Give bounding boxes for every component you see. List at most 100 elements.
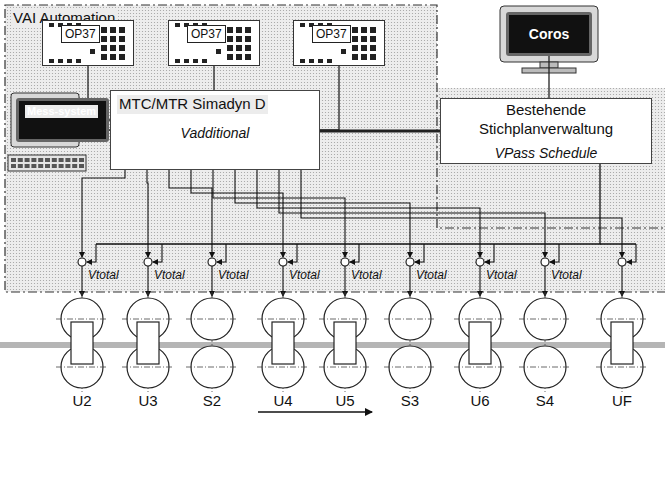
stand-name: U3 — [126, 392, 170, 409]
summing-junction — [208, 258, 216, 266]
axis-line — [384, 319, 436, 320]
signal-name: VPass Schedule — [495, 145, 598, 161]
axis-line — [596, 367, 648, 368]
key — [101, 36, 107, 42]
key — [101, 45, 107, 51]
key — [90, 49, 95, 54]
key — [227, 36, 233, 42]
node-label: OP37 — [187, 25, 226, 43]
axis-line — [257, 367, 309, 368]
operator-panel: OP37 — [42, 20, 134, 66]
key — [175, 59, 180, 63]
summing-junction — [541, 258, 549, 266]
key — [45, 164, 50, 168]
stand-name: S2 — [190, 392, 234, 409]
schedule-wire — [217, 244, 226, 262]
key — [227, 27, 233, 33]
key — [370, 36, 376, 42]
axis-line — [186, 367, 238, 368]
output-wire — [81, 266, 82, 296]
key — [18, 164, 23, 168]
stand-name: U5 — [323, 392, 367, 409]
operator-panel: OP37 — [168, 20, 260, 66]
key — [72, 158, 77, 162]
axis-line — [384, 367, 436, 368]
strip — [0, 342, 665, 348]
node-label: Mess-system — [25, 105, 98, 118]
key — [52, 158, 57, 162]
key — [300, 23, 305, 27]
output-wire — [544, 266, 545, 296]
node-label: Coros — [529, 26, 569, 42]
key — [49, 23, 54, 27]
schedule-wire — [485, 244, 494, 262]
summing-junction — [279, 258, 287, 266]
key — [236, 27, 242, 33]
automation-region: VAI AutomationOP37OP37OP37Mess-systemMTC… — [5, 5, 437, 267]
schedule-wire — [87, 244, 96, 262]
key — [236, 45, 242, 51]
key — [352, 27, 358, 33]
schedule-wire — [550, 244, 559, 262]
key — [352, 54, 358, 60]
key — [101, 54, 107, 60]
key — [175, 23, 180, 27]
axis-line — [596, 319, 648, 320]
schedule-bus — [600, 243, 636, 244]
signal-name: Vtotal — [289, 268, 320, 282]
summing-junction — [341, 258, 349, 266]
schedule-bus — [96, 164, 600, 244]
axis-line — [122, 367, 174, 368]
key — [341, 29, 346, 34]
key — [119, 54, 125, 60]
summing-junction — [78, 258, 86, 266]
monitor-bezel — [500, 6, 598, 62]
key — [193, 59, 198, 63]
key — [370, 45, 376, 51]
key — [31, 164, 36, 168]
key — [49, 59, 54, 63]
key — [309, 59, 314, 63]
axis-line — [56, 319, 108, 320]
axis-line — [122, 319, 174, 320]
output-wire — [479, 266, 480, 296]
key — [184, 59, 189, 63]
key — [65, 164, 70, 168]
key — [236, 36, 242, 42]
summing-junction — [476, 258, 484, 266]
schedule-wire — [415, 244, 424, 262]
stand-name: UF — [600, 392, 644, 409]
key — [11, 158, 16, 162]
output-wire — [211, 266, 212, 296]
key — [245, 54, 251, 60]
key — [119, 27, 125, 33]
vertical-roll — [334, 322, 356, 364]
keyboard — [8, 155, 86, 171]
summing-junction — [144, 258, 152, 266]
key — [90, 29, 95, 34]
key — [352, 45, 358, 51]
key — [72, 164, 77, 168]
data-link — [320, 130, 440, 133]
key — [216, 49, 221, 54]
signal-name: Vtotal — [218, 268, 249, 282]
key — [25, 158, 30, 162]
key — [227, 45, 233, 51]
axis-line — [319, 319, 371, 320]
signal-name: Vtotal — [416, 268, 447, 282]
signal-name: Vadditional — [181, 125, 250, 141]
key — [38, 164, 43, 168]
data-link — [548, 56, 549, 98]
key — [38, 158, 43, 162]
key — [245, 27, 251, 33]
key — [52, 164, 57, 168]
stand-name: U6 — [458, 392, 502, 409]
key — [65, 158, 70, 162]
node-label: OP37 — [312, 25, 351, 43]
output-wire — [147, 266, 148, 296]
keyboard-keys — [11, 158, 84, 168]
key — [110, 45, 116, 51]
signal-name: Vtotal — [88, 268, 119, 282]
schedule-wire — [288, 244, 297, 262]
